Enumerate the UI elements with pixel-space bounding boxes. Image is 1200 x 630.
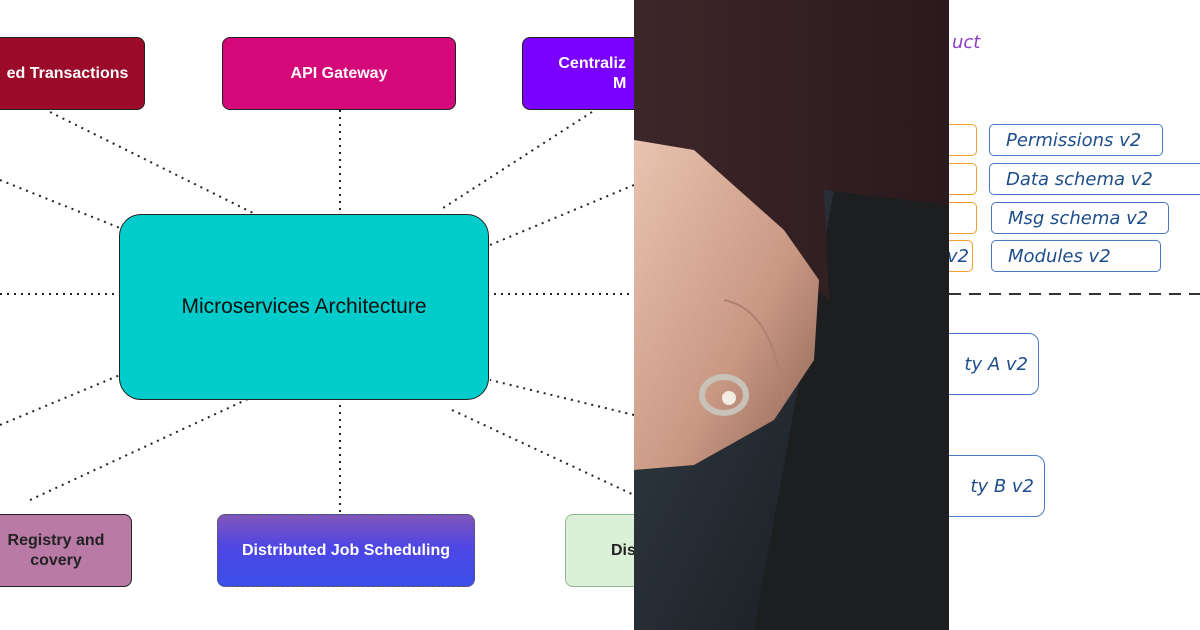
box-label: Modules v2 [1008,245,1111,267]
hand-with-ring-icon [634,0,949,630]
orange-box [949,163,977,195]
microservices-diagram: ed Transactions API Gateway Centraliz M … [0,37,634,587]
center-label: Microservices Architecture [181,295,427,318]
node-label: API Gateway [290,64,388,82]
box-label: Permissions v2 [1006,129,1142,151]
orange-box-label: v2 [949,245,969,267]
orange-box [949,202,977,234]
modules-box: Modules v2 [991,240,1161,272]
node-distributed-other: Dis [565,514,634,587]
orange-box-v2: v2 [949,240,973,272]
box-label: Data schema v2 [1006,168,1153,190]
node-distributed-transactions: ed Transactions [0,37,145,110]
node-api-gateway: API Gateway [222,37,456,110]
box-label: Msg schema v2 [1008,207,1149,229]
node-label: Dis [611,541,634,559]
connector-lines [0,110,634,514]
center-node: Microservices Architecture [119,214,489,400]
node-registry-discovery: Registry and covery [0,514,132,587]
node-label-line1: Registry and [7,531,105,549]
entity-a-box: ty A v2 [949,333,1039,395]
orange-box [949,124,977,156]
hand-photo [634,0,949,630]
node-label: Distributed Job Scheduling [241,541,450,559]
dashed-divider [949,293,1200,295]
box-label: ty B v2 [970,475,1034,497]
node-label-line1: Centraliz [558,54,626,72]
node-label-line2: covery [30,551,82,569]
node-label: ed Transactions [6,64,129,82]
data-schema-box: Data schema v2 [989,163,1200,195]
box-label: ty A v2 [964,353,1028,375]
node-distributed-job-scheduling: Distributed Job Scheduling [217,514,475,587]
node-centralized-management: Centraliz M [522,37,634,110]
node-label-line2: M [613,74,627,92]
sketch-panel: uct v2 Permissions v2 Data schema v2 Msg… [949,0,1200,630]
permissions-box: Permissions v2 [989,124,1163,156]
msg-schema-box: Msg schema v2 [991,202,1169,234]
sketch-heading: uct [952,32,981,53]
entity-b-box: ty B v2 [949,455,1045,517]
